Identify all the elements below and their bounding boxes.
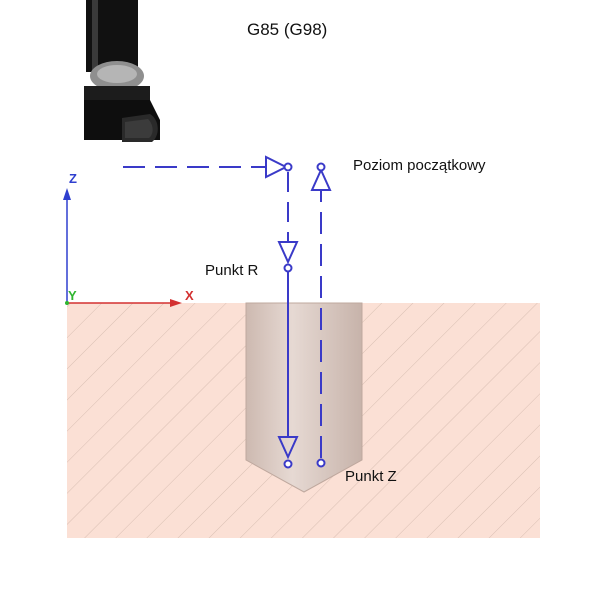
z-axis-label: Z <box>69 171 77 186</box>
return-top-point <box>316 162 326 172</box>
x-axis-label: X <box>185 288 194 303</box>
drilled-hole <box>245 302 363 493</box>
return-up-arrowhead <box>310 167 332 191</box>
point-z-label: Punkt Z <box>345 468 397 485</box>
initial-level-label: Poziom początkowy <box>353 157 486 174</box>
initial-level-point <box>283 162 293 172</box>
rapid-down-arrowhead <box>277 241 299 265</box>
x-axis-arrow <box>170 299 182 307</box>
coordinate-system <box>63 188 182 307</box>
point-r-label: Punkt R <box>205 262 259 279</box>
boring-bar-tool-icon <box>84 0 160 142</box>
approach-arrowhead <box>265 155 289 179</box>
z-point-left <box>283 459 293 469</box>
z-point-right <box>316 458 326 468</box>
motion-path <box>123 155 332 469</box>
z-axis-arrow <box>63 188 71 200</box>
feed-down-arrowhead <box>277 436 299 460</box>
y-axis-label: Y <box>68 288 77 303</box>
cycle-title: G85 (G98) <box>247 20 328 39</box>
r-point <box>283 263 293 273</box>
